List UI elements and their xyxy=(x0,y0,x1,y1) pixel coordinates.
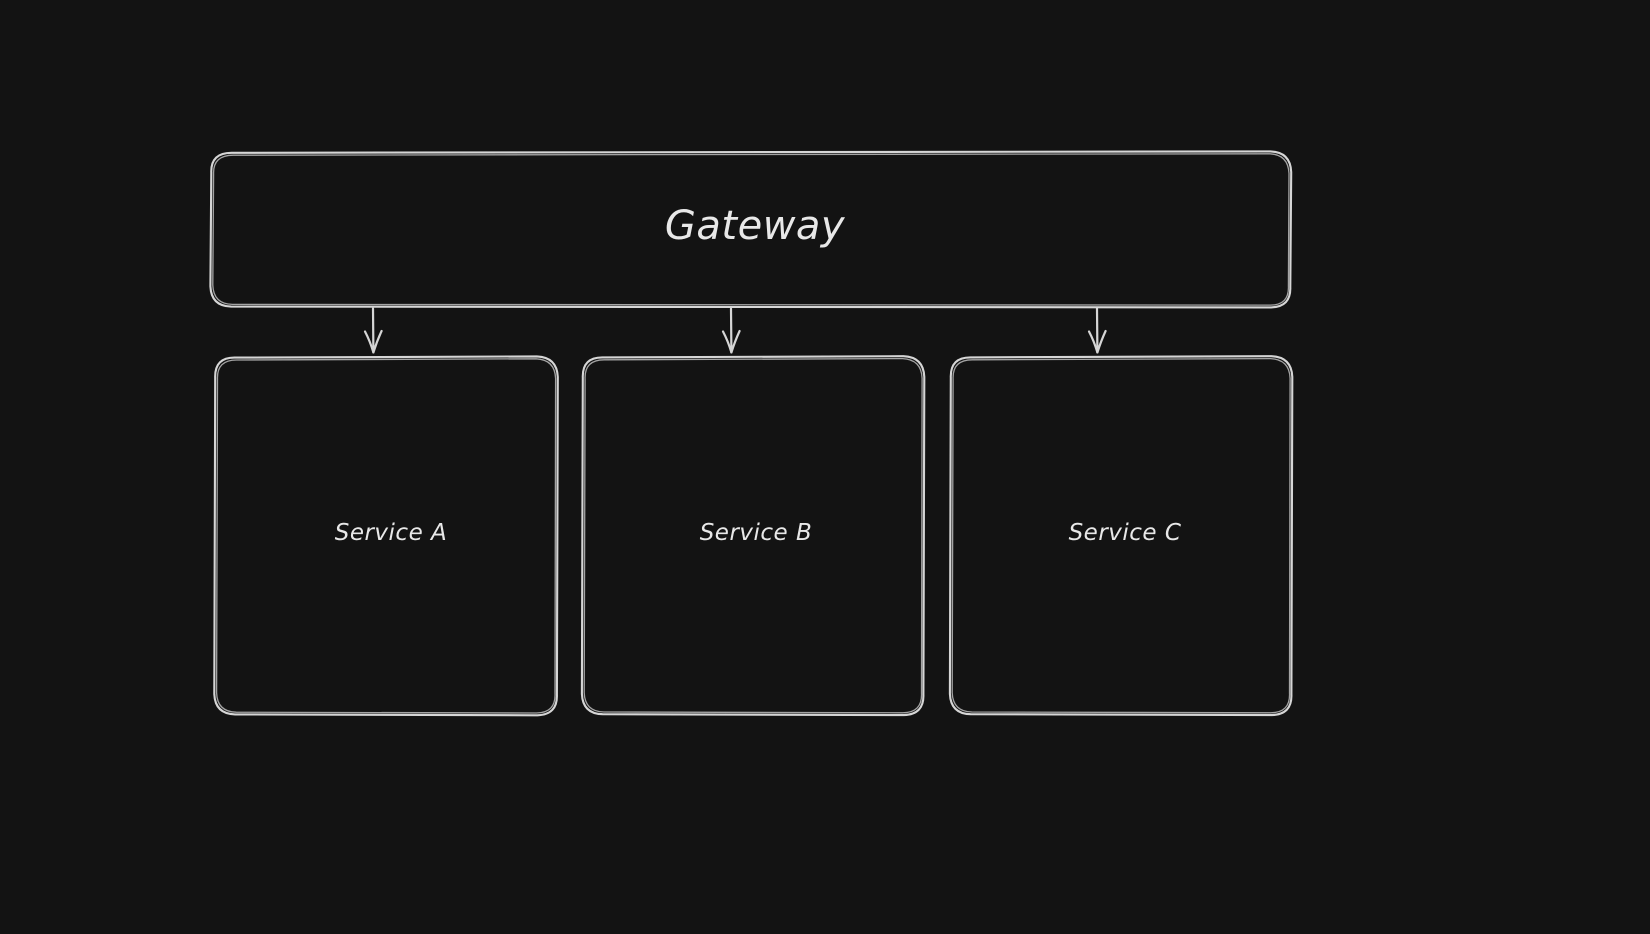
gateway-box-outline xyxy=(209,150,1293,309)
service-a-box-outline-sketch xyxy=(215,358,557,714)
service-b-box-outline xyxy=(580,355,926,717)
edge-gateway-to-service-b[interactable] xyxy=(721,307,741,354)
service-c-box-outline xyxy=(948,355,1294,717)
arrowhead-right xyxy=(1096,329,1107,354)
arrowhead-right xyxy=(730,329,741,354)
node-service-a[interactable] xyxy=(213,355,559,717)
arrowhead-left xyxy=(1087,330,1099,354)
edge-gateway-to-service-a[interactable] xyxy=(363,307,383,354)
service-c-box-outline-sketch xyxy=(951,357,1291,714)
node-service-b[interactable] xyxy=(580,355,926,717)
arrowhead-right xyxy=(372,329,383,354)
edge-gateway-to-service-c[interactable] xyxy=(1087,307,1107,354)
arrowhead-left xyxy=(363,330,375,354)
node-gateway[interactable] xyxy=(209,150,1293,309)
gateway-box-outline-sketch xyxy=(212,153,1290,306)
service-a-box-outline xyxy=(213,355,559,717)
service-b-box-outline-sketch xyxy=(583,357,923,714)
arrowhead-left xyxy=(721,330,733,354)
node-service-c[interactable] xyxy=(948,355,1294,717)
